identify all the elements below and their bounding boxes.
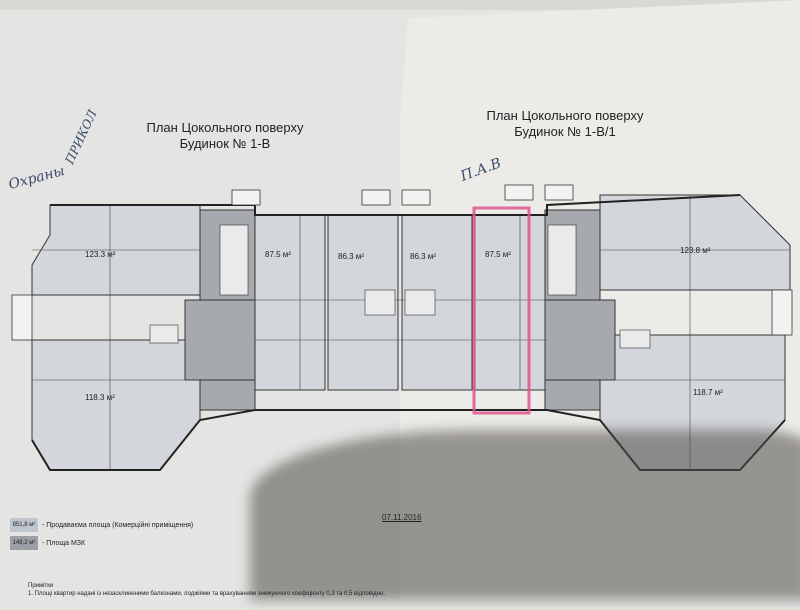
legend-mzk-swatch: 148,2 м²: [10, 536, 38, 550]
corridor-left: [184, 299, 256, 381]
area-label-a4: 86.3 м²: [338, 252, 364, 261]
highlight-unit: [472, 206, 531, 415]
area-label-a2: 118.3 м²: [85, 393, 115, 402]
legend-sale-text: - Продаваєма площа (Комерційні приміщенн…: [42, 521, 194, 529]
notes-heading: Примітки: [28, 583, 54, 589]
unit-a6-shape: [474, 214, 548, 391]
grid-lines: [32, 195, 790, 470]
area-label-a1: 123.3 м²: [85, 250, 116, 259]
area-label-a6: 87.5 м²: [485, 250, 511, 259]
area-label-a8: 118.7 м²: [693, 388, 723, 397]
plan-date: 07.11.2016: [382, 513, 422, 522]
title-right-line1: План Цокольного поверху: [486, 108, 644, 123]
title-left-line1: План Цокольного поверху: [146, 120, 304, 135]
building-left: [31, 194, 791, 471]
corridor-right: [544, 299, 616, 381]
title-left: План Цокольного поверху Будинок № 1-В: [130, 120, 320, 152]
legend-sale: 851,8 м² - Продаваєма площа (Комерційні …: [10, 518, 193, 532]
stairs: [149, 224, 651, 349]
area-label-a5: 86.3 м²: [410, 252, 436, 261]
hand-shadow: [250, 430, 800, 600]
title-left-line2: Будинок № 1-В: [179, 136, 271, 151]
legend-mzk: 148,2 м² - Площа МЗК: [10, 536, 85, 550]
notes: Примітки 1. Площі квартир надані із неза…: [28, 582, 385, 598]
unit-a7-shape: [599, 194, 791, 291]
title-right-line2: Будинок № 1-В/1: [514, 124, 616, 139]
legend-sale-swatch: 851,8 м²: [10, 518, 38, 532]
unit-a3-shape: [254, 214, 326, 391]
notes-line1: 1. Площі квартир надані із незасклиненим…: [28, 591, 385, 597]
balconies: [11, 184, 793, 341]
title-right: План Цокольного поверху Будинок № 1-В/1: [460, 108, 670, 140]
legend-mzk-text: - Площа МЗК: [42, 539, 86, 547]
area-label-a7: 123.8 м²: [680, 246, 711, 255]
area-label-a3: 87.5 м²: [265, 250, 291, 259]
